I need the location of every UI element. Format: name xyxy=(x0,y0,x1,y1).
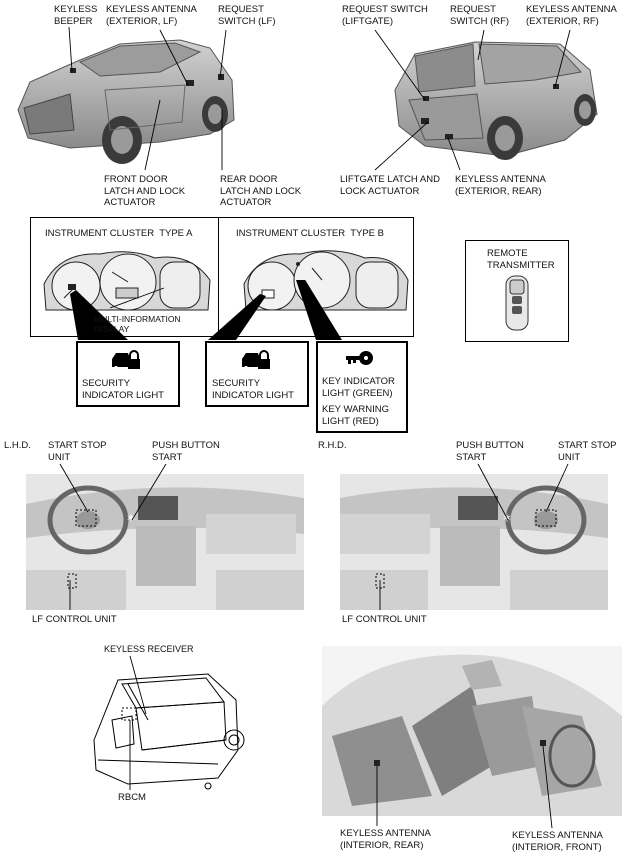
security-indicator-b-box xyxy=(205,341,309,407)
keyless-antenna-int-rear-label: KEYLESS ANTENNA (INTERIOR, REAR) xyxy=(340,828,431,851)
security-lock-icon-a xyxy=(112,350,140,370)
cluster-leaders xyxy=(70,280,342,340)
security-indicator-a-label: SECURITY INDICATOR LIGHT xyxy=(82,378,164,401)
rbcm-label: RBCM xyxy=(118,792,146,803)
start-stop-unit-rhd-label: START STOP UNIT xyxy=(558,440,617,463)
keyless-beeper-label: KEYLESS BEEPER xyxy=(54,4,98,27)
cluster-divider xyxy=(218,217,220,336)
push-button-start-rhd-label: PUSH BUTTON START xyxy=(456,440,524,463)
cluster-type-a-label: INSTRUMENT CLUSTER TYPE A xyxy=(45,228,193,239)
liftgate-latch-label: LIFTGATE LATCH AND LOCK ACTUATOR xyxy=(340,174,440,197)
security-indicator-a-box xyxy=(76,341,180,407)
key-indicator-label: KEY INDICATOR LIGHT (GREEN) xyxy=(322,376,395,399)
request-switch-liftgate-label: REQUEST SWITCH (LIFTGATE) xyxy=(342,4,428,27)
key-warning-label: KEY WARNING LIGHT (RED) xyxy=(322,404,390,427)
lhd-label: L.H.D. xyxy=(4,440,31,451)
keyless-antenna-int-front-label: KEYLESS ANTENNA (INTERIOR, FRONT) xyxy=(512,830,603,853)
svg-text:✶: ✶ xyxy=(126,511,136,525)
keyless-receiver-label: KEYLESS RECEIVER xyxy=(104,644,194,654)
top-leader-lines xyxy=(68,26,571,171)
cabin-interior-illustration xyxy=(322,646,622,816)
lf-control-unit-lhd-label: LF CONTROL UNIT xyxy=(32,614,117,625)
security-lock-icon-b xyxy=(242,350,270,370)
key-icon xyxy=(346,351,373,365)
remote-fob-icon xyxy=(505,275,529,331)
rear-vehicle-illustration xyxy=(394,41,598,160)
front-door-latch-label: FRONT DOOR LATCH AND LOCK ACTUATOR xyxy=(104,174,186,208)
dash-leader-lines xyxy=(59,463,569,610)
push-button-start-lhd-label: PUSH BUTTON START xyxy=(152,440,220,463)
security-indicator-b-label: SECURITY INDICATOR LIGHT xyxy=(212,378,294,401)
request-switch-lf-label: REQUEST SWITCH (LF) xyxy=(218,4,276,27)
rear-door-latch-label: REAR DOOR LATCH AND LOCK ACTUATOR xyxy=(220,174,302,208)
rhd-label: R.H.D. xyxy=(318,440,347,451)
request-switch-rf-label: REQUEST SWITCH (RF) xyxy=(450,4,510,27)
rhd-dashboard-illustration: ✶ xyxy=(340,474,608,610)
lhd-dashboard-illustration: ✶ xyxy=(26,474,304,610)
multi-info-display-label: MULTI-INFORMATION DISPLAY xyxy=(94,314,181,334)
bottom-left-leaders xyxy=(129,655,147,790)
cargo-area-illustration xyxy=(93,673,245,790)
remote-transmitter-label: REMOTE TRANSMITTER xyxy=(487,248,555,271)
keyless-antenna-ext-rf-label: KEYLESS ANTENNA (EXTERIOR, RF) xyxy=(526,4,617,27)
keyless-antenna-ext-lf-label: KEYLESS ANTENNA (EXTERIOR, LF) xyxy=(106,4,197,27)
start-stop-unit-lhd-label: START STOP UNIT xyxy=(48,440,107,463)
keyless-antenna-ext-rear-label: KEYLESS ANTENNA (EXTERIOR, REAR) xyxy=(455,174,546,197)
cluster-type-b-label: INSTRUMENT CLUSTER TYPE B xyxy=(236,228,384,239)
lf-control-unit-rhd-label: LF CONTROL UNIT xyxy=(342,614,427,625)
bottom-right-leaders xyxy=(376,745,553,829)
